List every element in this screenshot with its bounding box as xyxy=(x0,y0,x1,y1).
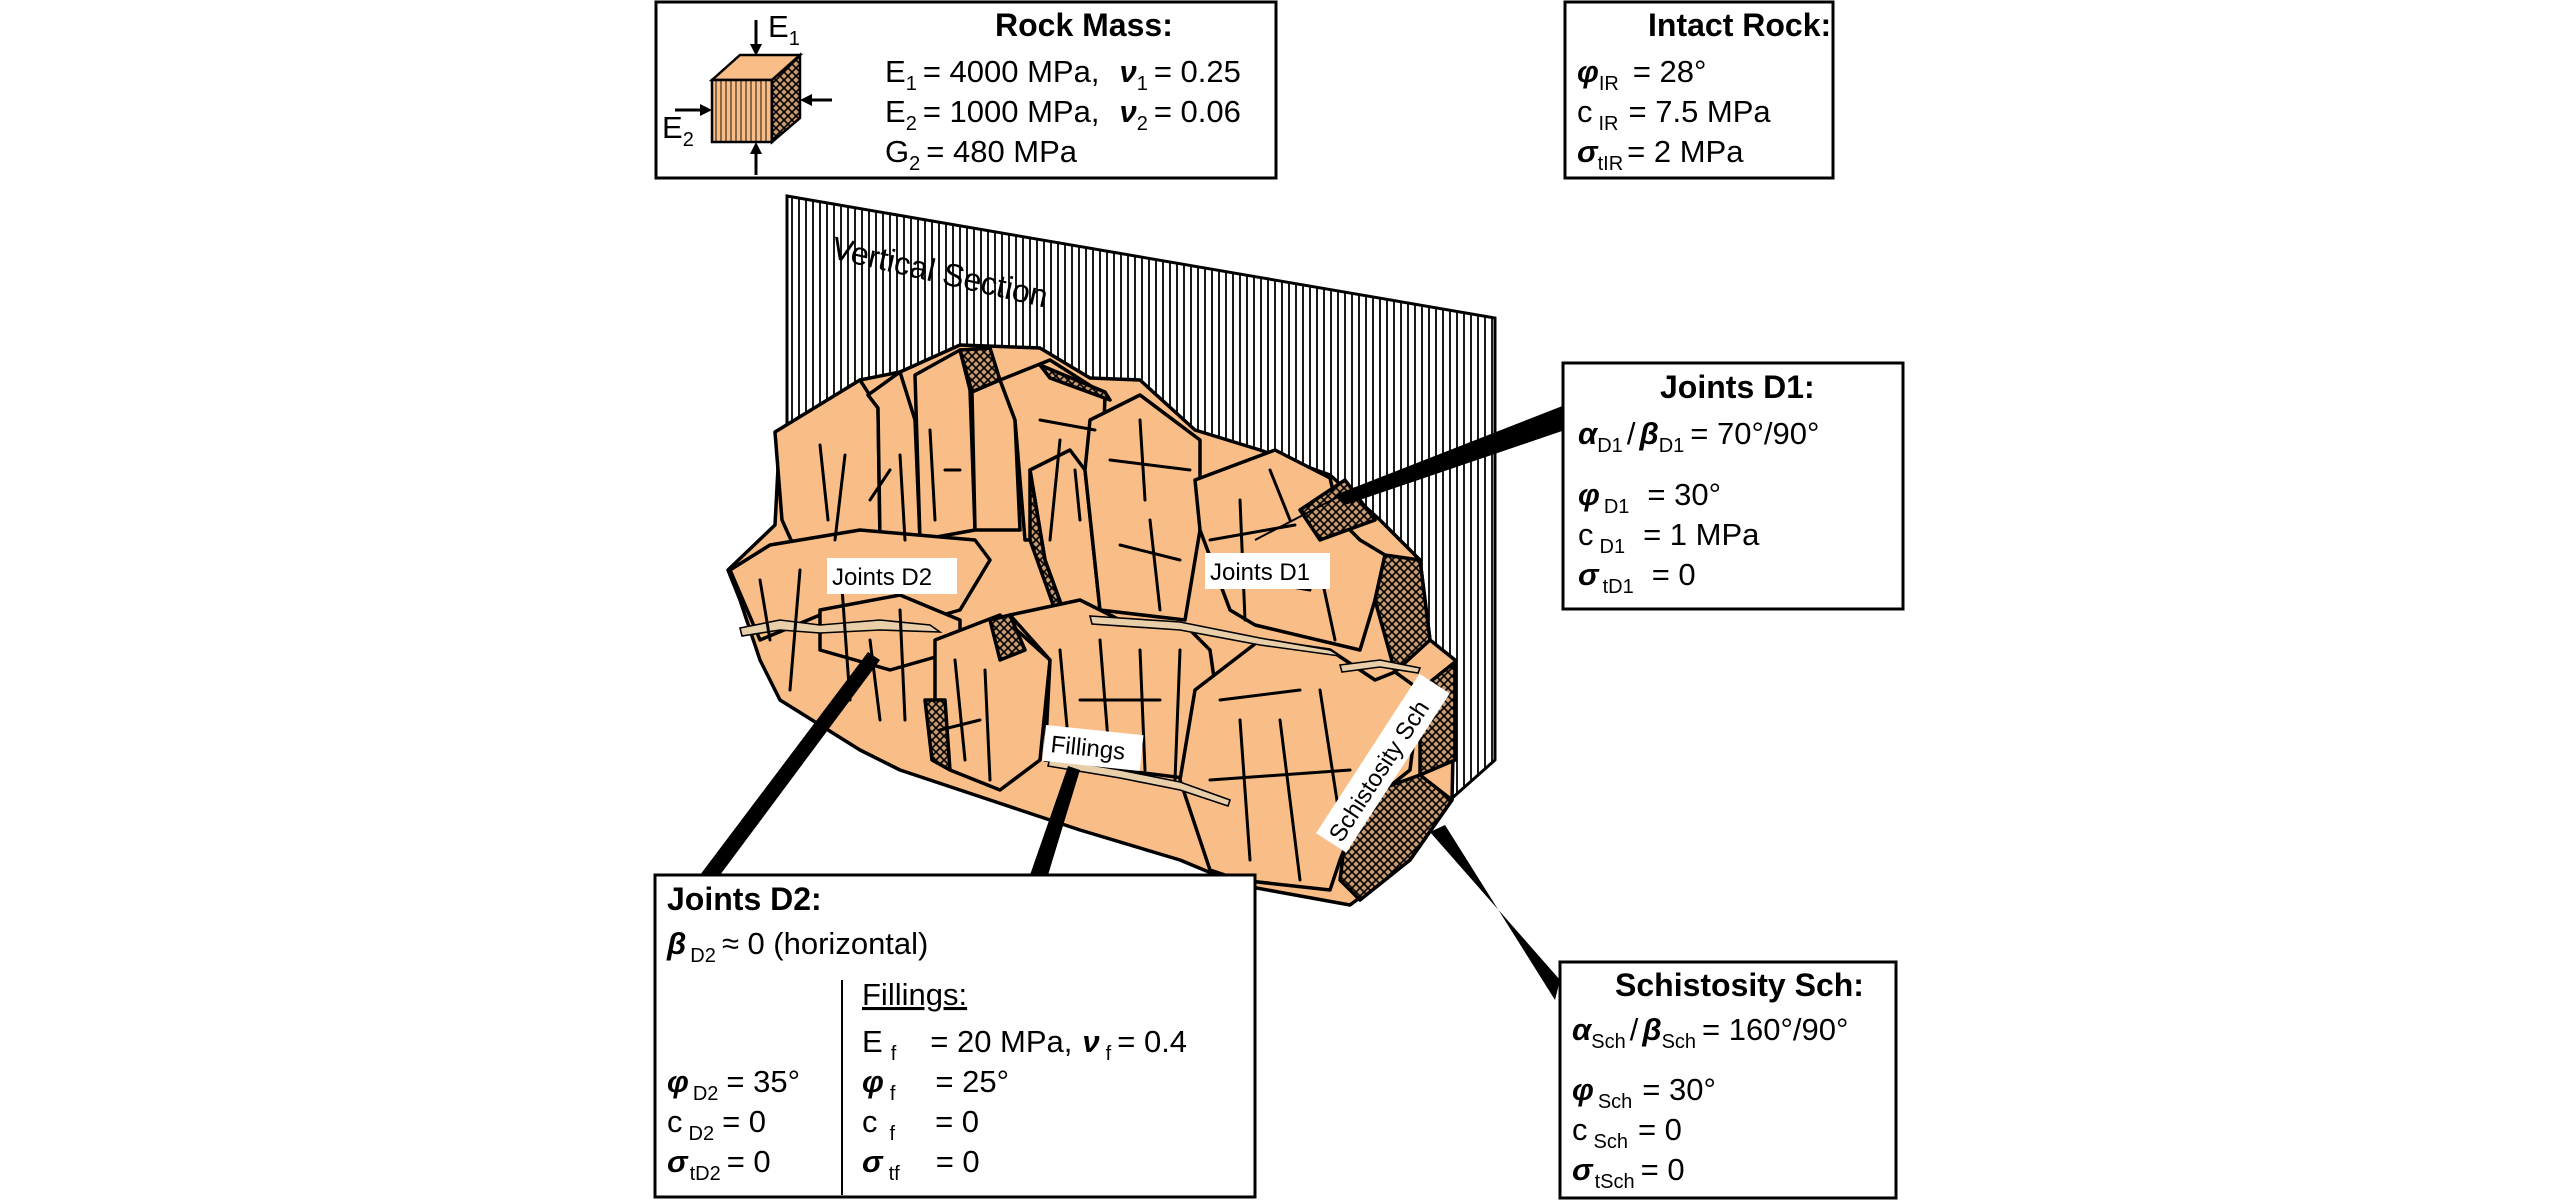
cube-e1-label: E1 xyxy=(768,9,800,50)
schistosity-pointer xyxy=(1430,825,1560,1000)
rock-mass-line3: G2= 480 MPa xyxy=(885,134,1078,175)
svg-text:Joints D1: Joints D1 xyxy=(1210,559,1310,586)
rock-mass-line1: E1= 4000 MPa,ν1= 0.25 xyxy=(885,54,1241,95)
schistosity-orientation: αSch/βSch= 160°/90° xyxy=(1572,1012,1848,1053)
joints-d1-orientation: αD1/βD1= 70°/90° xyxy=(1578,416,1819,457)
rock-mass-title: Rock Mass: xyxy=(995,7,1173,43)
intact-rock-phi: φIR= 28° xyxy=(1577,54,1706,95)
joints-d2-title: Joints D2: xyxy=(667,881,822,917)
joints-d1-title: Joints D1: xyxy=(1660,369,1815,405)
joints-d2-pointer xyxy=(700,652,880,875)
rock-mass-line2: E2= 1000 MPa,ν2= 0.06 xyxy=(885,94,1241,135)
joints-d1-pointer xyxy=(1335,405,1565,505)
label-joints-d1: Joints D1 xyxy=(1205,487,1356,589)
intact-rock-title: Intact Rock: xyxy=(1648,7,1831,43)
svg-text:Joints D2: Joints D2 xyxy=(832,564,932,591)
cube-e2-label: E2 xyxy=(662,110,694,151)
joint-traces xyxy=(758,418,1352,882)
label-fillings: Fillings xyxy=(1042,725,1144,772)
stress-cube-icon xyxy=(675,20,832,175)
fillings-pointer xyxy=(1030,766,1080,875)
schistosity-title: Schistosity Sch: xyxy=(1615,967,1864,1003)
label-joints-d2: Joints D2 xyxy=(827,558,957,594)
rock-mass-box: E1 E2 Rock Mass: E1= 4000 MPa,ν1= 0.25 E… xyxy=(654,0,1278,180)
intact-rock-sigma: σtIR= 2 MPa xyxy=(1577,134,1744,175)
fillings-title: Fillings: xyxy=(862,977,967,1012)
